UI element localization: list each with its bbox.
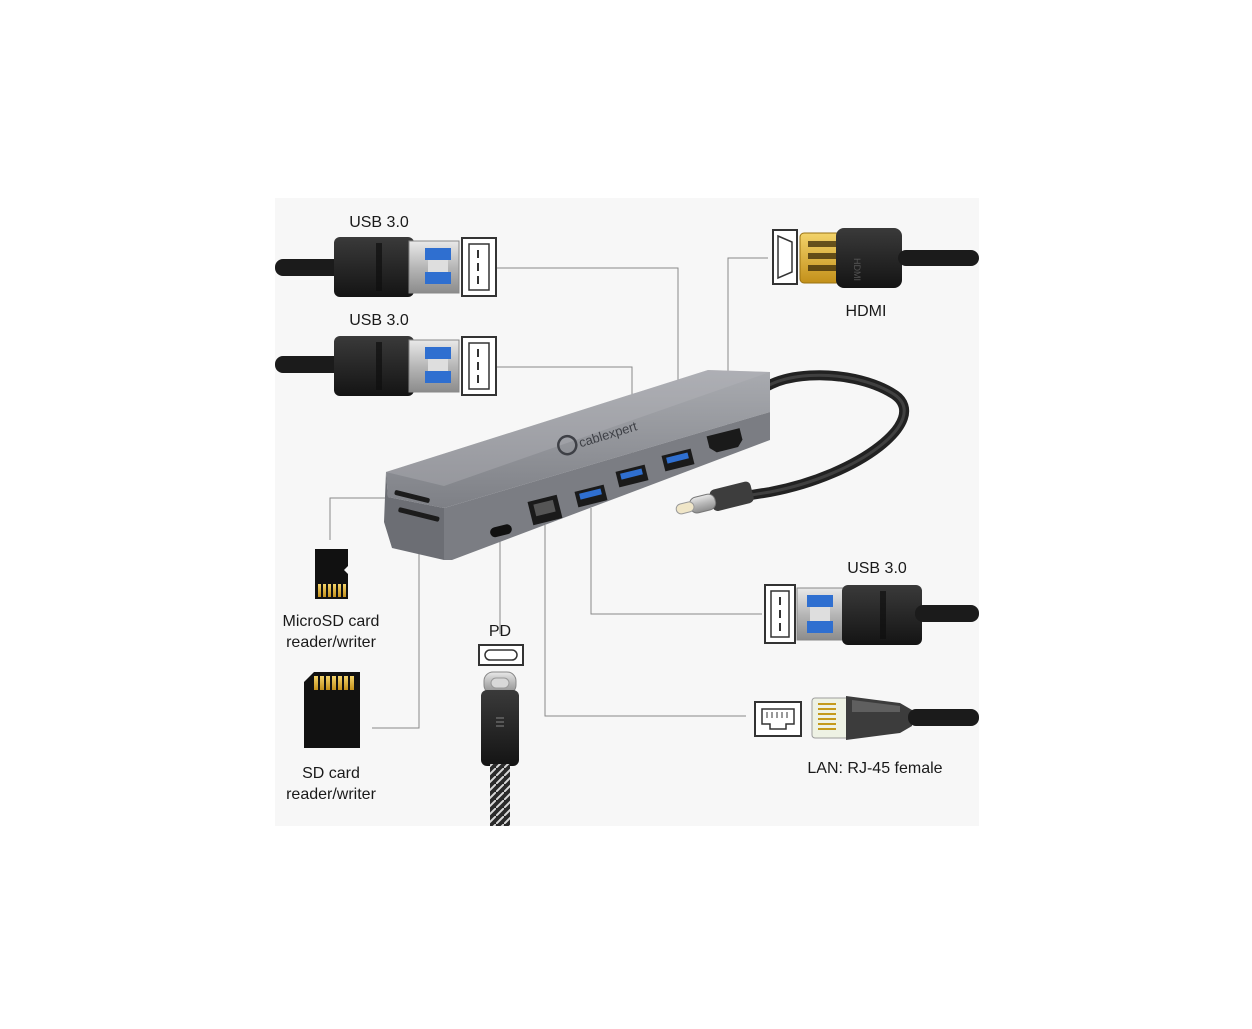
label-microsd-line2: reader/writer <box>286 634 376 651</box>
usb-cable-top-1 <box>275 237 460 297</box>
usb-c-hub: cablexpert <box>384 370 910 560</box>
sd-slot <box>398 507 440 522</box>
pd-port <box>490 524 512 538</box>
label-usb-right: USB 3.0 <box>847 560 907 577</box>
microsd-slot <box>394 490 430 503</box>
rj45-cable <box>811 696 979 740</box>
label-lan: LAN: RJ-45 female <box>807 760 943 777</box>
leader-lan <box>544 525 746 717</box>
usb-port-1 <box>574 484 608 508</box>
label-pd: PD <box>488 623 512 640</box>
leader-microsd <box>329 497 386 540</box>
hdmi-port <box>706 428 743 453</box>
sd-card-icon <box>304 672 360 748</box>
usb-cable-right <box>796 585 979 645</box>
usb-port-icon-top-2 <box>461 336 497 396</box>
label-sd-line2: reader/writer <box>286 786 376 803</box>
usb-port-icon-right <box>764 584 796 644</box>
label-hdmi: HDMI <box>845 303 887 320</box>
rj45-port-icon <box>754 701 802 737</box>
label-sd-line1: SD card <box>302 765 360 782</box>
usb-port-3 <box>661 448 695 472</box>
usb-cable-top-2 <box>275 336 460 396</box>
svg-text:HDMI: HDMI <box>852 258 862 281</box>
hdmi-port-icon <box>772 229 798 285</box>
leader-usb-right <box>590 508 762 615</box>
usb-port-icon-top-1 <box>461 237 497 297</box>
microsd-card-icon <box>315 549 348 599</box>
hub-usb-c-plug <box>675 481 754 515</box>
leader-lines <box>329 257 768 729</box>
rj45-port <box>527 494 563 526</box>
label-microsd-line1: MicroSD card <box>282 613 380 630</box>
label-usb-top-2: USB 3.0 <box>349 312 409 329</box>
hdmi-cable: HDMI <box>799 228 979 288</box>
usb-port-2 <box>615 464 649 488</box>
label-usb-top-1: USB 3.0 <box>349 214 409 231</box>
leader-sd <box>372 535 420 729</box>
usb-c-port-icon <box>478 644 524 666</box>
usb-c-cable <box>481 671 519 826</box>
